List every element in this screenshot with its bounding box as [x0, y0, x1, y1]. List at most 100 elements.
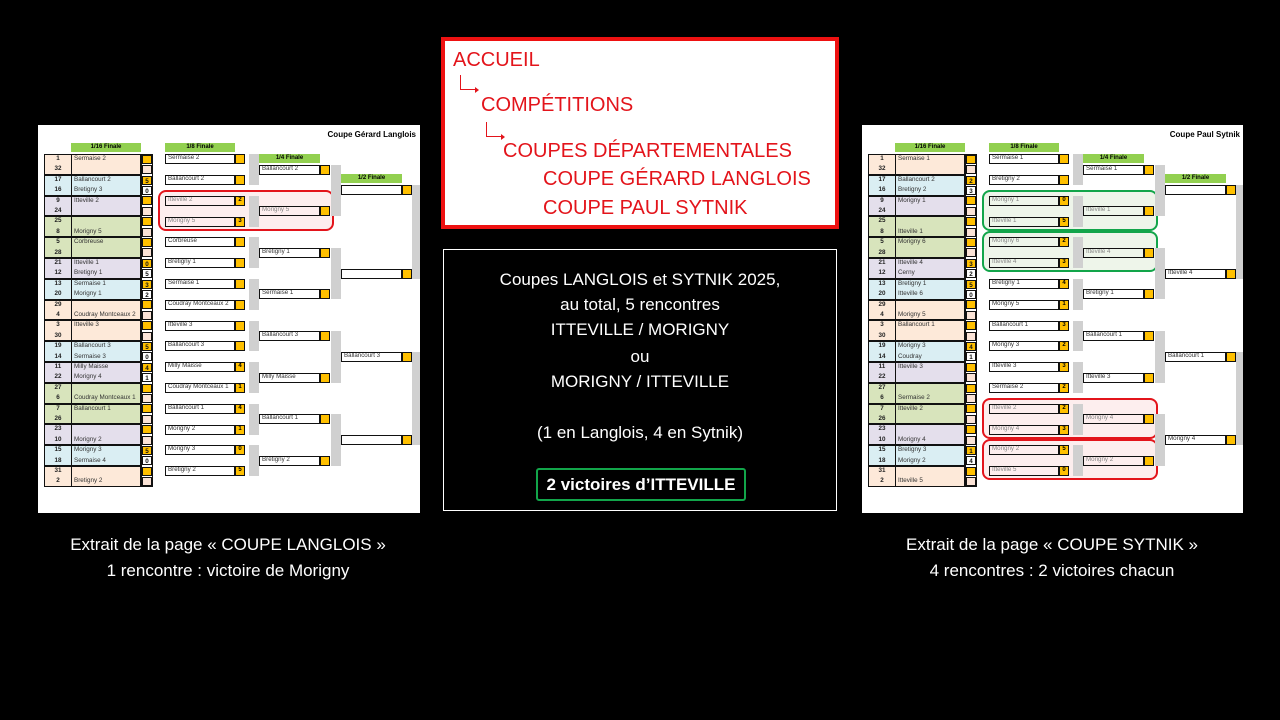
- r16-score[interactable]: 2: [235, 195, 245, 206]
- score-cell[interactable]: 4: [966, 341, 976, 351]
- score-cell[interactable]: [142, 237, 152, 247]
- qf-team[interactable]: Morigny 2: [1083, 455, 1144, 466]
- qf-score[interactable]: [1144, 414, 1154, 425]
- r16-team[interactable]: Coudray Montceaux 2: [165, 299, 235, 310]
- score-cell[interactable]: [142, 217, 152, 227]
- r16-team[interactable]: Corbreuse: [165, 237, 235, 248]
- score-cell[interactable]: 5: [142, 269, 152, 279]
- r16-score[interactable]: [235, 175, 245, 185]
- r16-score[interactable]: 0: [1059, 466, 1069, 477]
- score-cell[interactable]: 5: [966, 279, 976, 289]
- r16-team[interactable]: Ballancourt 1: [165, 403, 235, 414]
- r16-score[interactable]: [1059, 175, 1069, 185]
- score-cell[interactable]: [142, 196, 152, 206]
- score-cell[interactable]: [966, 310, 976, 320]
- qf-team[interactable]: Morigny 4: [1083, 414, 1144, 425]
- r16-team[interactable]: Sermaise 2: [165, 154, 235, 165]
- score-cell[interactable]: 5: [142, 175, 152, 185]
- r16-score[interactable]: 0: [1059, 195, 1069, 206]
- r16-score[interactable]: [235, 341, 245, 352]
- qf-score[interactable]: [1144, 206, 1154, 217]
- score-cell[interactable]: [142, 206, 152, 216]
- score-cell[interactable]: [966, 217, 976, 227]
- r16-team[interactable]: Ballancourt 2: [165, 175, 235, 185]
- r16-score[interactable]: 4: [1059, 279, 1069, 289]
- r16-team[interactable]: Bretigny 2: [165, 466, 235, 477]
- qf-team[interactable]: Sermaise 1: [1083, 164, 1144, 175]
- r16-score[interactable]: 4: [235, 362, 245, 373]
- score-cell[interactable]: [966, 466, 976, 476]
- score-cell[interactable]: [966, 404, 976, 414]
- score-cell[interactable]: [966, 165, 976, 175]
- r16-team[interactable]: Morigny 1: [989, 195, 1059, 206]
- score-cell[interactable]: [966, 331, 976, 341]
- sf-team[interactable]: [341, 435, 402, 445]
- qf-score[interactable]: [320, 414, 330, 425]
- score-cell[interactable]: [142, 310, 152, 320]
- r16-score[interactable]: [235, 154, 245, 165]
- qf-score[interactable]: [320, 331, 330, 341]
- sf-score[interactable]: [402, 351, 412, 362]
- r16-team[interactable]: Itteville 3: [989, 362, 1059, 373]
- nav-link-coupe-sytnik[interactable]: COUPE PAUL SYTNIK: [543, 197, 748, 219]
- qf-score[interactable]: [1144, 164, 1154, 175]
- sf-score[interactable]: [1226, 351, 1236, 362]
- qf-team[interactable]: Ballancourt 1: [259, 414, 320, 425]
- r16-team[interactable]: Itteville 2: [165, 195, 235, 206]
- score-cell[interactable]: 4: [142, 362, 152, 372]
- score-cell[interactable]: 4: [966, 456, 976, 466]
- score-cell[interactable]: [966, 227, 976, 237]
- score-cell[interactable]: [142, 383, 152, 393]
- r16-team[interactable]: Morigny 2: [165, 424, 235, 435]
- r16-team[interactable]: Itteville 2: [989, 403, 1059, 414]
- score-cell[interactable]: [966, 373, 976, 383]
- r16-team[interactable]: Morigny 5: [989, 299, 1059, 310]
- score-cell[interactable]: [966, 383, 976, 393]
- score-cell[interactable]: 1: [142, 373, 152, 383]
- r16-score[interactable]: 3: [235, 216, 245, 227]
- r16-team[interactable]: Morigny 5: [165, 216, 235, 227]
- qf-score[interactable]: [1144, 455, 1154, 466]
- qf-score[interactable]: [1144, 331, 1154, 341]
- qf-team[interactable]: Sermaise 1: [259, 289, 320, 300]
- sf-team[interactable]: Morigny 4: [1165, 435, 1226, 445]
- r16-score[interactable]: 2: [1059, 383, 1069, 393]
- score-cell[interactable]: 2: [142, 289, 152, 299]
- score-cell[interactable]: [142, 393, 152, 403]
- r16-score[interactable]: 2: [1059, 237, 1069, 248]
- nav-link-coupes-departementales[interactable]: COUPES DÉPARTEMENTALES: [503, 140, 792, 162]
- score-cell[interactable]: 0: [142, 258, 152, 268]
- sf-score[interactable]: [402, 185, 412, 196]
- r16-score[interactable]: 5: [1059, 216, 1069, 227]
- nav-link-coupe-langlois[interactable]: COUPE GÉRARD LANGLOIS: [543, 168, 811, 190]
- score-cell[interactable]: [966, 237, 976, 247]
- qf-score[interactable]: [320, 247, 330, 258]
- score-cell[interactable]: [966, 206, 976, 216]
- r16-score[interactable]: 5: [235, 466, 245, 477]
- qf-score[interactable]: [1144, 289, 1154, 300]
- r16-score[interactable]: [235, 279, 245, 289]
- sf-team[interactable]: [1165, 185, 1226, 196]
- sf-team[interactable]: [341, 185, 402, 196]
- score-cell[interactable]: 2: [966, 175, 976, 185]
- qf-team[interactable]: Brétigny 2: [259, 455, 320, 466]
- score-cell[interactable]: [966, 393, 976, 403]
- score-cell[interactable]: [142, 331, 152, 341]
- qf-score[interactable]: [320, 372, 330, 383]
- score-cell[interactable]: 1: [966, 445, 976, 455]
- qf-team[interactable]: Itteville 1: [1083, 206, 1144, 217]
- score-cell[interactable]: [142, 404, 152, 414]
- r16-team[interactable]: Bretigny 1: [165, 258, 235, 269]
- score-cell[interactable]: 5: [142, 445, 152, 455]
- score-cell[interactable]: [966, 477, 976, 487]
- sf-score[interactable]: [1226, 185, 1236, 196]
- sf-team[interactable]: Itteville 4: [1165, 268, 1226, 279]
- nav-link-accueil[interactable]: ACCUEIL: [453, 49, 540, 71]
- score-cell[interactable]: 0: [966, 289, 976, 299]
- sf-team[interactable]: Ballancourt 1: [1165, 351, 1226, 362]
- r16-score[interactable]: 2: [1059, 341, 1069, 352]
- score-cell[interactable]: [142, 300, 152, 310]
- r16-score[interactable]: 3: [1059, 362, 1069, 373]
- score-cell[interactable]: [966, 154, 976, 164]
- qf-team[interactable]: Bretigny 1: [1083, 289, 1144, 300]
